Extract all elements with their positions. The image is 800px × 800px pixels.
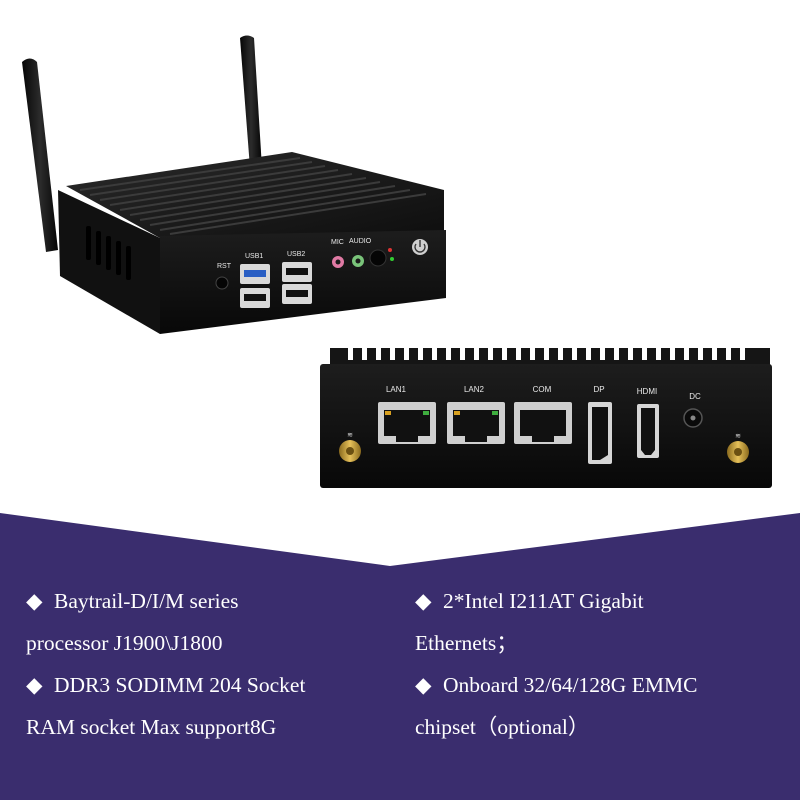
dc-label: DC — [689, 392, 701, 401]
feature-text: Baytrail-D/I/M series — [54, 589, 239, 613]
status-led-icon — [388, 248, 392, 252]
feature-text-continued: processor J1900\J1800 — [26, 631, 223, 655]
feature-column-left: ◆ Baytrail-D/I/M series processor J1900\J… — [26, 580, 305, 748]
feature-text: Onboard 32/64/128G EMMC — [443, 673, 698, 697]
svg-text:≋: ≋ — [347, 432, 353, 439]
usb2-ports — [282, 262, 312, 304]
audio-label: AUDIO — [349, 238, 372, 245]
side-vents — [86, 226, 131, 280]
wifi-antenna-connector-right: ≋ — [727, 433, 749, 463]
diamond-icon: ◆ — [26, 589, 43, 613]
front-unit: RST USB1 USB2 MIC AUDIO — [22, 35, 446, 334]
com-port — [514, 402, 572, 444]
feature-item: ◆ Onboard 32/64/128G EMMC — [415, 664, 697, 706]
feature-text: DDR3 SODIMM 204 Socket — [54, 673, 306, 697]
feature-text-continued: Ethernets； — [415, 631, 518, 655]
usb2-label: USB2 — [287, 251, 305, 258]
wifi-antenna-connector-left: ≋ — [339, 432, 361, 462]
hdmi-label: HDMI — [637, 387, 657, 396]
feature-list: ◆ Baytrail-D/I/M series processor J1900\J… — [0, 580, 800, 800]
lan1-label: LAN1 — [386, 385, 407, 394]
feature-column-right: ◆ 2*Intel I211AT Gigabit Ethernets； ◆ Onbo… — [415, 580, 697, 748]
dp-label: DP — [593, 385, 604, 394]
left-antenna — [22, 58, 58, 252]
mini-pc-illustration: RST USB1 USB2 MIC AUDIO — [22, 35, 772, 488]
heatsink-fins — [330, 348, 770, 366]
mic-label: MIC — [331, 239, 344, 246]
feature-text: 2*Intel I211AT Gigabit — [443, 589, 644, 613]
diamond-icon: ◆ — [26, 673, 43, 697]
lan2-port — [447, 402, 505, 444]
lan1-port — [378, 402, 436, 444]
feature-text-continued: chipset（optional） — [415, 715, 590, 739]
usb1-label: USB1 — [245, 253, 263, 260]
right-antenna — [240, 35, 262, 168]
rear-unit: LAN1 LAN2 COM DP HDMI DC ≋ ≋ — [320, 348, 772, 488]
feature-text-continued: RAM socket Max support8G — [26, 715, 277, 739]
feature-item: ◆ DDR3 SODIMM 204 Socket — [26, 664, 305, 706]
usb1-ports — [240, 264, 270, 308]
diamond-icon: ◆ — [415, 589, 432, 613]
hdmi-port — [637, 404, 659, 458]
dc-power-jack — [683, 408, 703, 428]
com-label: COM — [533, 385, 552, 394]
reset-button — [215, 276, 229, 290]
ir-receiver — [369, 249, 387, 267]
svg-text:≋: ≋ — [735, 433, 741, 440]
rst-label: RST — [217, 263, 232, 270]
power-led-icon — [390, 257, 394, 261]
lan2-label: LAN2 — [464, 385, 485, 394]
displayport — [588, 402, 612, 464]
feature-item: ◆ 2*Intel I211AT Gigabit — [415, 580, 697, 622]
diamond-icon: ◆ — [415, 673, 432, 697]
feature-item: ◆ Baytrail-D/I/M series — [26, 580, 305, 622]
